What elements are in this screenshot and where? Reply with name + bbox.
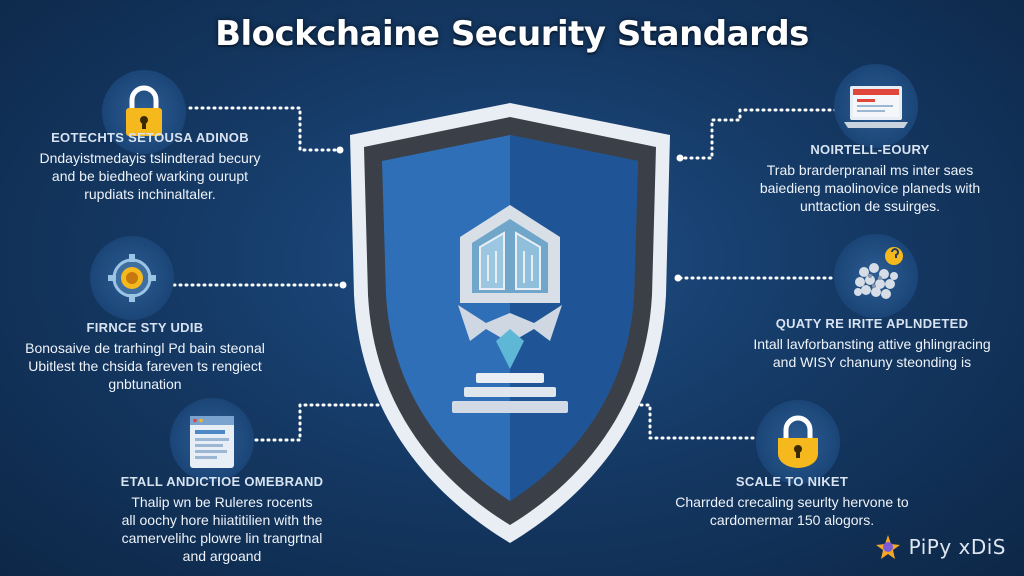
data-nodes-icon xyxy=(854,247,903,299)
right-top-block: NOIRTELL-EOURY Trab brarderpranail ms in… xyxy=(740,142,1000,215)
right-bottom-block: SCALE TO NIKET Charrded crecaling seurlt… xyxy=(654,474,930,529)
padlock-icon xyxy=(778,415,818,468)
left-bottom-line-4: and argoand xyxy=(182,548,262,564)
laptop-icon xyxy=(844,86,908,128)
left-top-line-2: and be biedheof warking ourupt xyxy=(51,168,249,184)
left-bottom-body: Thalip wn be Ruleres rocents all oochy h… xyxy=(92,493,352,565)
right-top-body: Trab brarderpranail ms inter saes baiedi… xyxy=(740,161,1000,215)
right-top-heading: NOIRTELL-EOURY xyxy=(810,142,930,157)
right-top-line-3: unttaction de ssuirges. xyxy=(799,198,941,214)
document-icon xyxy=(190,416,234,468)
right-mid-line-2: and WISY chanuny steonding is xyxy=(772,354,972,370)
right-bottom-heading: SCALE TO NIKET xyxy=(735,474,849,489)
left-top-heading: EOTECHTS SETOUSA ADINOB xyxy=(51,130,249,145)
right-bottom-line-2: cardomermar 150 alogors. xyxy=(709,512,875,528)
right-bottom-body: Charrded crecaling seurlty hervone to ca… xyxy=(654,493,930,529)
padlock-icon xyxy=(126,85,162,136)
right-mid-block: QUATY RE IRITE APLNDETED Intall lavforba… xyxy=(724,316,1020,371)
right-mid-icon-badge xyxy=(834,234,918,318)
brand-text: PiPy xDiS xyxy=(908,535,1006,559)
left-mid-block: FIRNCE STY UDIB Bonosaive de trarhingl P… xyxy=(0,320,290,393)
right-mid-heading: QUATY RE IRITE APLNDETED xyxy=(775,316,969,331)
brand-logo-icon xyxy=(875,535,900,559)
left-bottom-heading: ETALL ANDICTIOE OMEBRAND xyxy=(120,474,324,489)
right-top-icon-badge xyxy=(834,64,918,148)
left-top-block: EOTECHTS SETOUSA ADINOB Dndayistmedayis … xyxy=(20,130,280,203)
left-bottom-line-2: all oochy hore hiiatitilien with the xyxy=(121,512,323,528)
left-top-line-1: Dndayistmedayis tslindterad becury xyxy=(39,150,261,166)
left-mid-line-2: Ubitlest the chsida fareven ts rengiect xyxy=(28,358,262,374)
gear-coin-icon xyxy=(108,254,156,302)
left-bottom-icon-badge xyxy=(170,398,254,482)
right-top-line-2: baiedieng maolinovice planeds with xyxy=(759,180,981,196)
left-mid-icon-badge xyxy=(90,236,174,320)
left-mid-line-1: Bonosaive de trarhingl Pd bain steonal xyxy=(25,340,265,356)
right-bottom-line-1: Charrded crecaling seurlty hervone to xyxy=(675,494,909,510)
left-bottom-line-3: camervelihc plowre lin trangrtnal xyxy=(121,530,323,546)
left-bottom-block: ETALL ANDICTIOE OMEBRAND Thalip wn be Ru… xyxy=(92,474,352,565)
left-bottom-line-1: Thalip wn be Ruleres rocents xyxy=(131,494,313,510)
left-mid-body: Bonosaive de trarhingl Pd bain steonal U… xyxy=(0,339,290,393)
right-bottom-icon-badge xyxy=(756,400,840,484)
left-top-body: Dndayistmedayis tslindterad becury and b… xyxy=(20,149,280,203)
right-mid-line-1: Intall lavforbansting attive ghlingracin… xyxy=(753,336,991,352)
page-title: Blockchaine Security Standards xyxy=(215,14,809,54)
right-mid-body: Intall lavforbansting attive ghlingracin… xyxy=(724,335,1020,371)
security-shield-icon xyxy=(350,103,670,543)
right-top-line-1: Trab brarderpranail ms inter saes xyxy=(766,162,974,178)
left-mid-line-3: gnbtunation xyxy=(108,376,182,392)
left-top-line-3: rupdiats inchinaltaler. xyxy=(84,186,216,202)
left-mid-heading: FIRNCE STY UDIB xyxy=(86,320,204,335)
left-top-icon-badge xyxy=(102,70,186,154)
brand-watermark: PiPy xDiS xyxy=(873,532,1006,562)
